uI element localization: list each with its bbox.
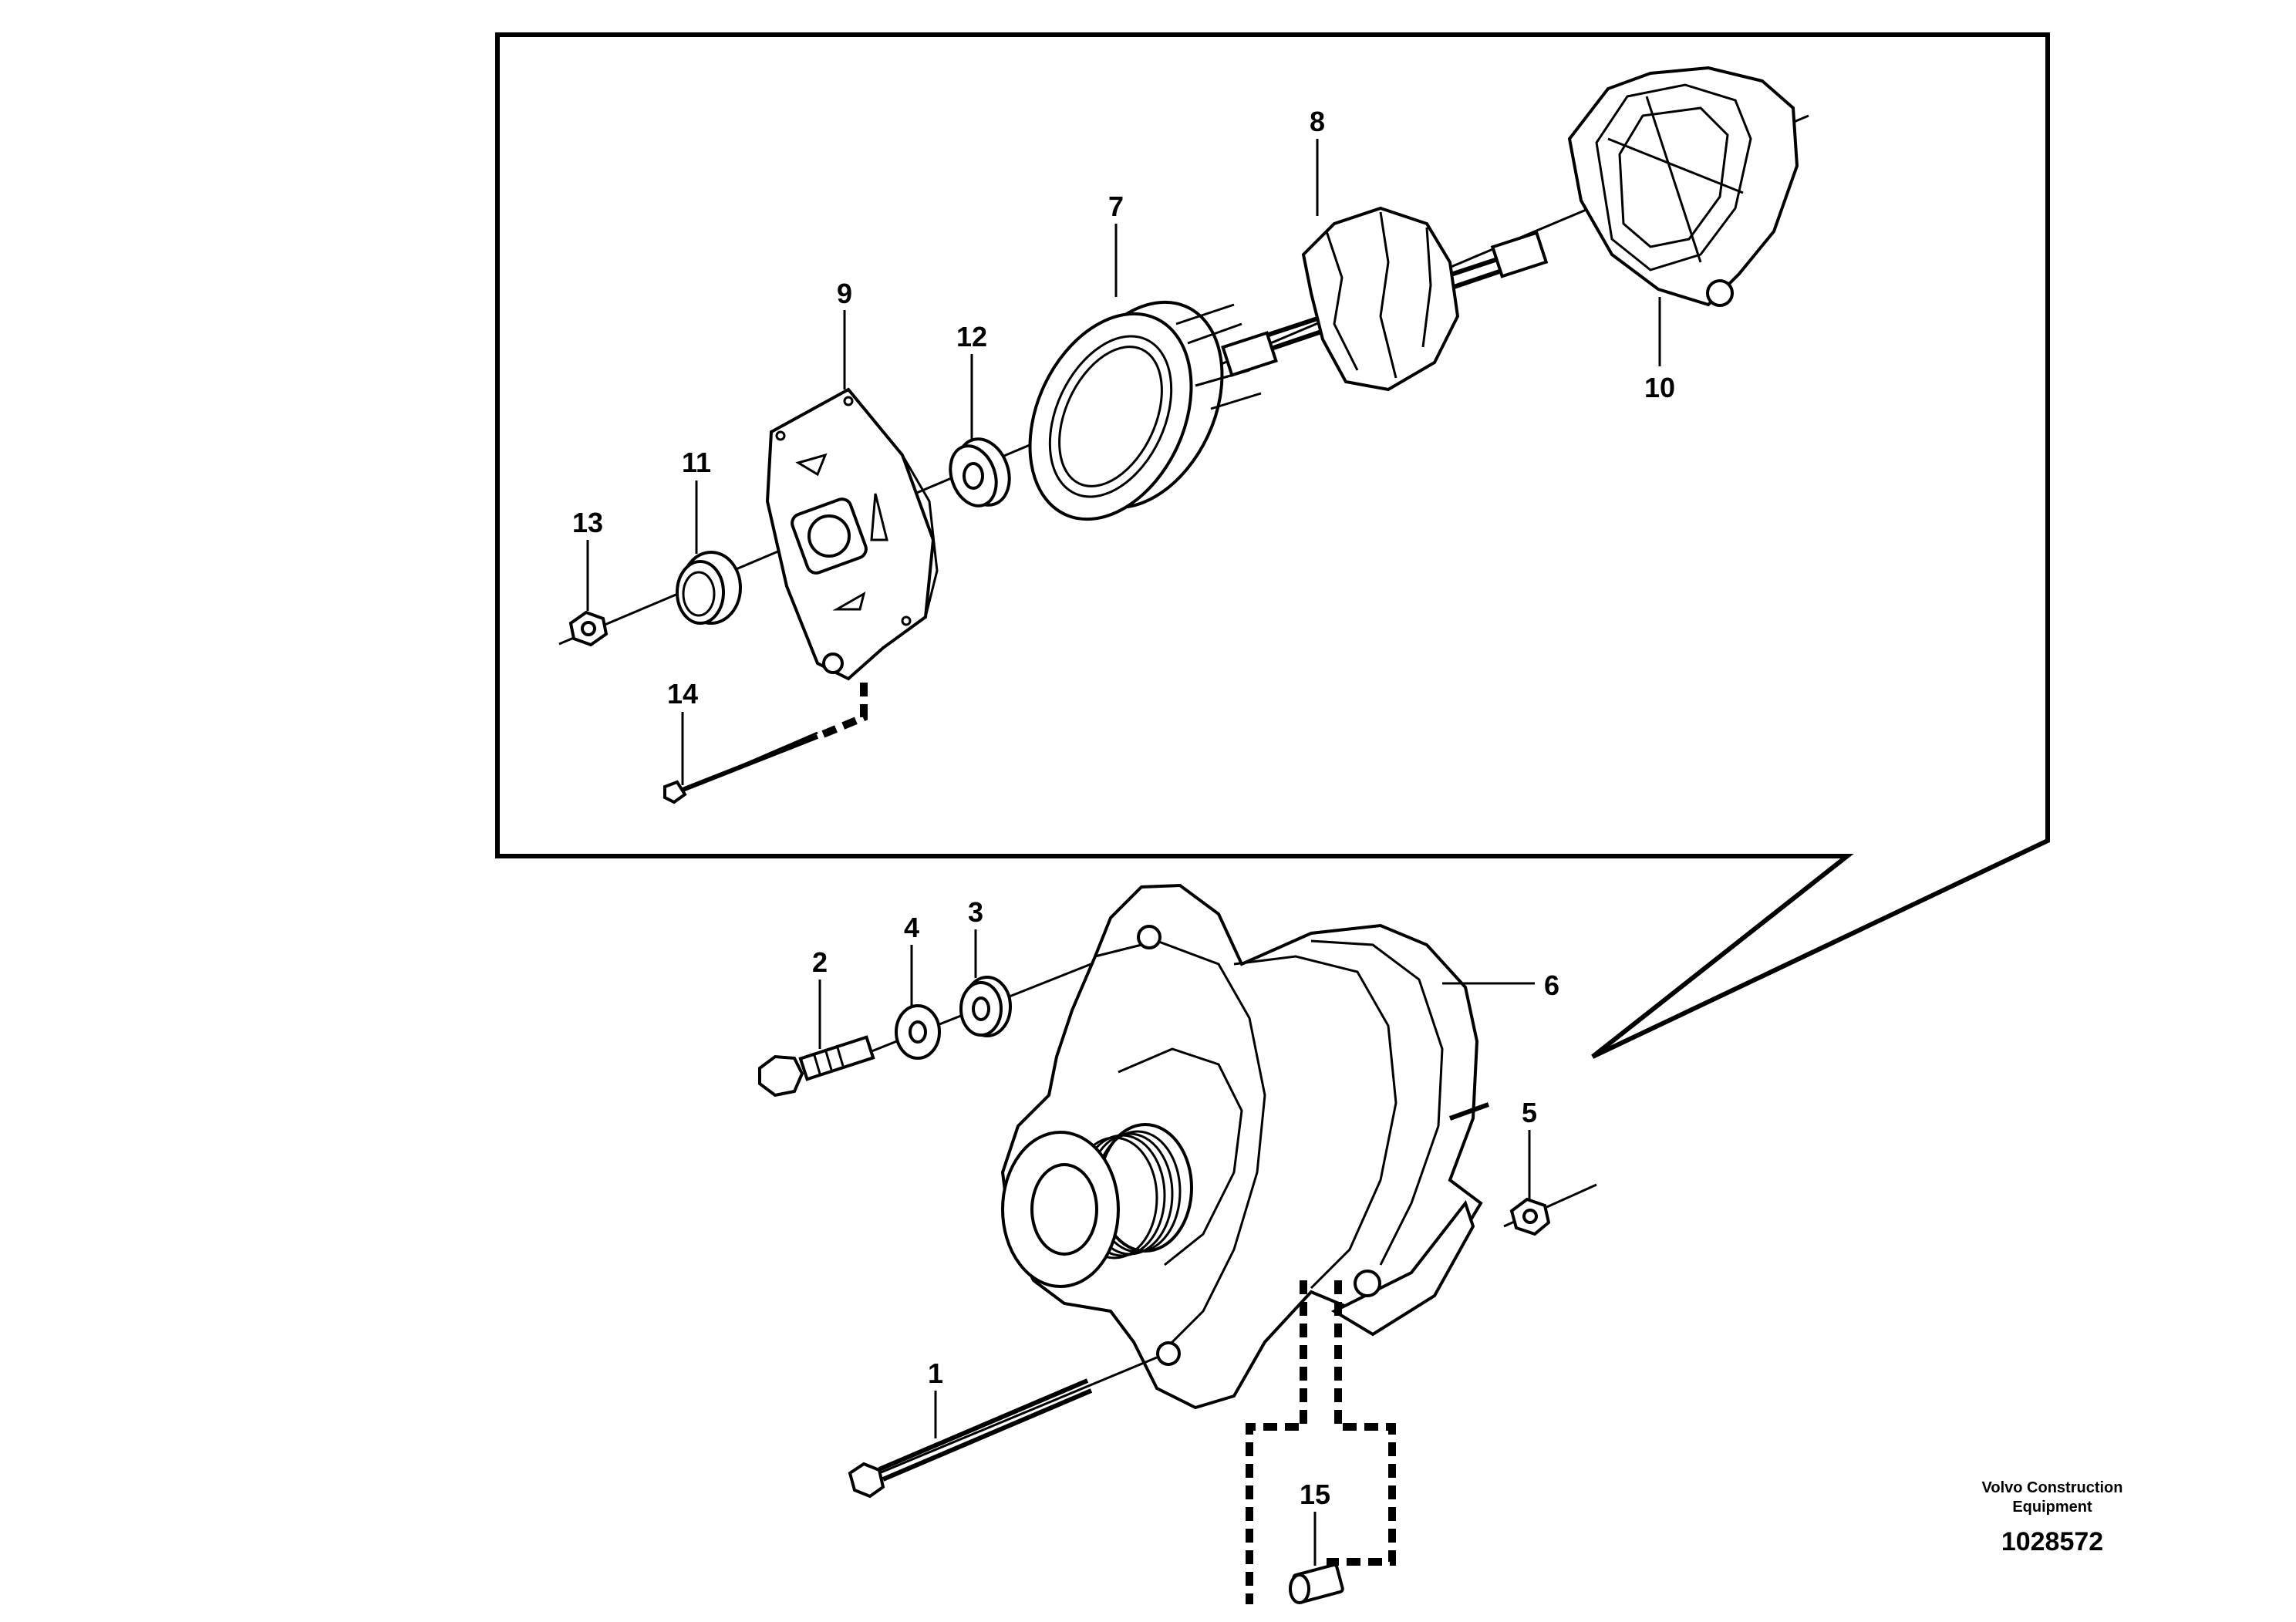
- alternator-housing-part-6: [1000, 883, 1490, 1410]
- callout-4: 4: [904, 912, 919, 943]
- drawing-number: 1028572: [2001, 1527, 2103, 1556]
- bushing-part-11: [676, 551, 742, 625]
- shroud-part-10: [1567, 66, 1799, 307]
- stator-part-7: [1028, 300, 1262, 521]
- nut-part-13: [568, 610, 609, 647]
- long-bolt-part-14: [663, 731, 819, 804]
- flange-bolt-part-2: [758, 1035, 875, 1098]
- washer-part-12: [949, 437, 1011, 508]
- detail-callout-frame: [495, 32, 2050, 1059]
- end-plate-part-9: [765, 387, 939, 681]
- rotor-part-8: [1221, 206, 1549, 392]
- callout-14: 14: [667, 678, 698, 710]
- callout-13: 13: [572, 507, 603, 538]
- nut-part-5: [1503, 1183, 1597, 1236]
- callout-15: 15: [1300, 1479, 1330, 1510]
- washer-part-4: [895, 1004, 941, 1060]
- part-15-dashed-box-right: [1327, 1280, 1396, 1566]
- callout-5: 5: [1522, 1097, 1537, 1128]
- bolt-14-dashed-guide: [816, 683, 868, 740]
- company-name-line2: Equipment: [2012, 1499, 2092, 1516]
- long-bolt-part-1: [848, 1356, 1158, 1499]
- callout-7: 7: [1108, 191, 1124, 222]
- callout-2: 2: [812, 946, 828, 978]
- callout-6: 6: [1544, 969, 1559, 1001]
- callout-8: 8: [1310, 106, 1325, 137]
- callout-1: 1: [928, 1357, 943, 1389]
- callout-12: 12: [956, 321, 987, 352]
- company-name-line1: Volvo Construction: [1982, 1479, 2123, 1496]
- washer-part-3: [959, 976, 1012, 1037]
- callout-3: 3: [968, 896, 983, 928]
- sleeve-part-15: [1289, 1563, 1344, 1604]
- callout-10: 10: [1644, 372, 1675, 403]
- callout-9: 9: [837, 278, 852, 309]
- callout-11: 11: [682, 447, 711, 478]
- part-15-dashed-box: [1246, 1280, 1307, 1604]
